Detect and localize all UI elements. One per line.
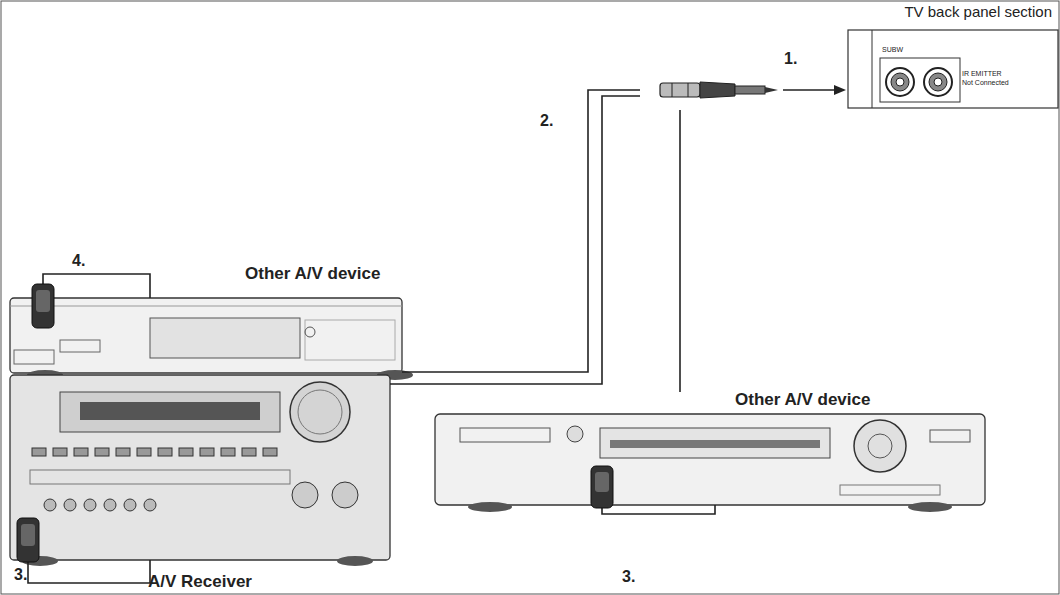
- av-device-right: [435, 414, 985, 512]
- callout-number: 3.: [622, 568, 635, 586]
- tv-panel-node: TV back panel section: [640, 0, 1058, 110]
- av-device-top: [10, 298, 413, 380]
- device-node: Other A/V device: [435, 392, 985, 512]
- callout-number: 2.: [540, 112, 553, 130]
- device-label: Other A/V device: [735, 390, 870, 410]
- ir-emitter: [32, 274, 150, 328]
- ir-emitter: [591, 466, 715, 514]
- receiver-node: A/V Receiver: [10, 375, 390, 593]
- device-label: A/V Receiver: [148, 572, 252, 592]
- ir-emitter: [17, 518, 150, 583]
- callout-number: 3.: [14, 566, 27, 584]
- receiver-buttons: [32, 448, 277, 511]
- emitter-plug: [660, 82, 846, 98]
- device-label: Other A/V device: [245, 264, 380, 284]
- tv-panel: [848, 30, 1058, 108]
- device-label: TV back panel section: [904, 3, 1052, 20]
- jack-label: SUBW: [882, 46, 903, 54]
- emitter-cable: [679, 110, 681, 392]
- av-receiver-body: [10, 375, 390, 566]
- callout-number: 1.: [784, 50, 797, 68]
- callout-number: 4.: [72, 252, 85, 270]
- jack-label: Not Connected: [962, 79, 1009, 87]
- emitter-cable: [402, 90, 640, 372]
- jack-label: IR EMITTER: [962, 70, 1002, 78]
- emitter-cable: [390, 96, 640, 384]
- device-node: Other A/V device: [10, 262, 402, 375]
